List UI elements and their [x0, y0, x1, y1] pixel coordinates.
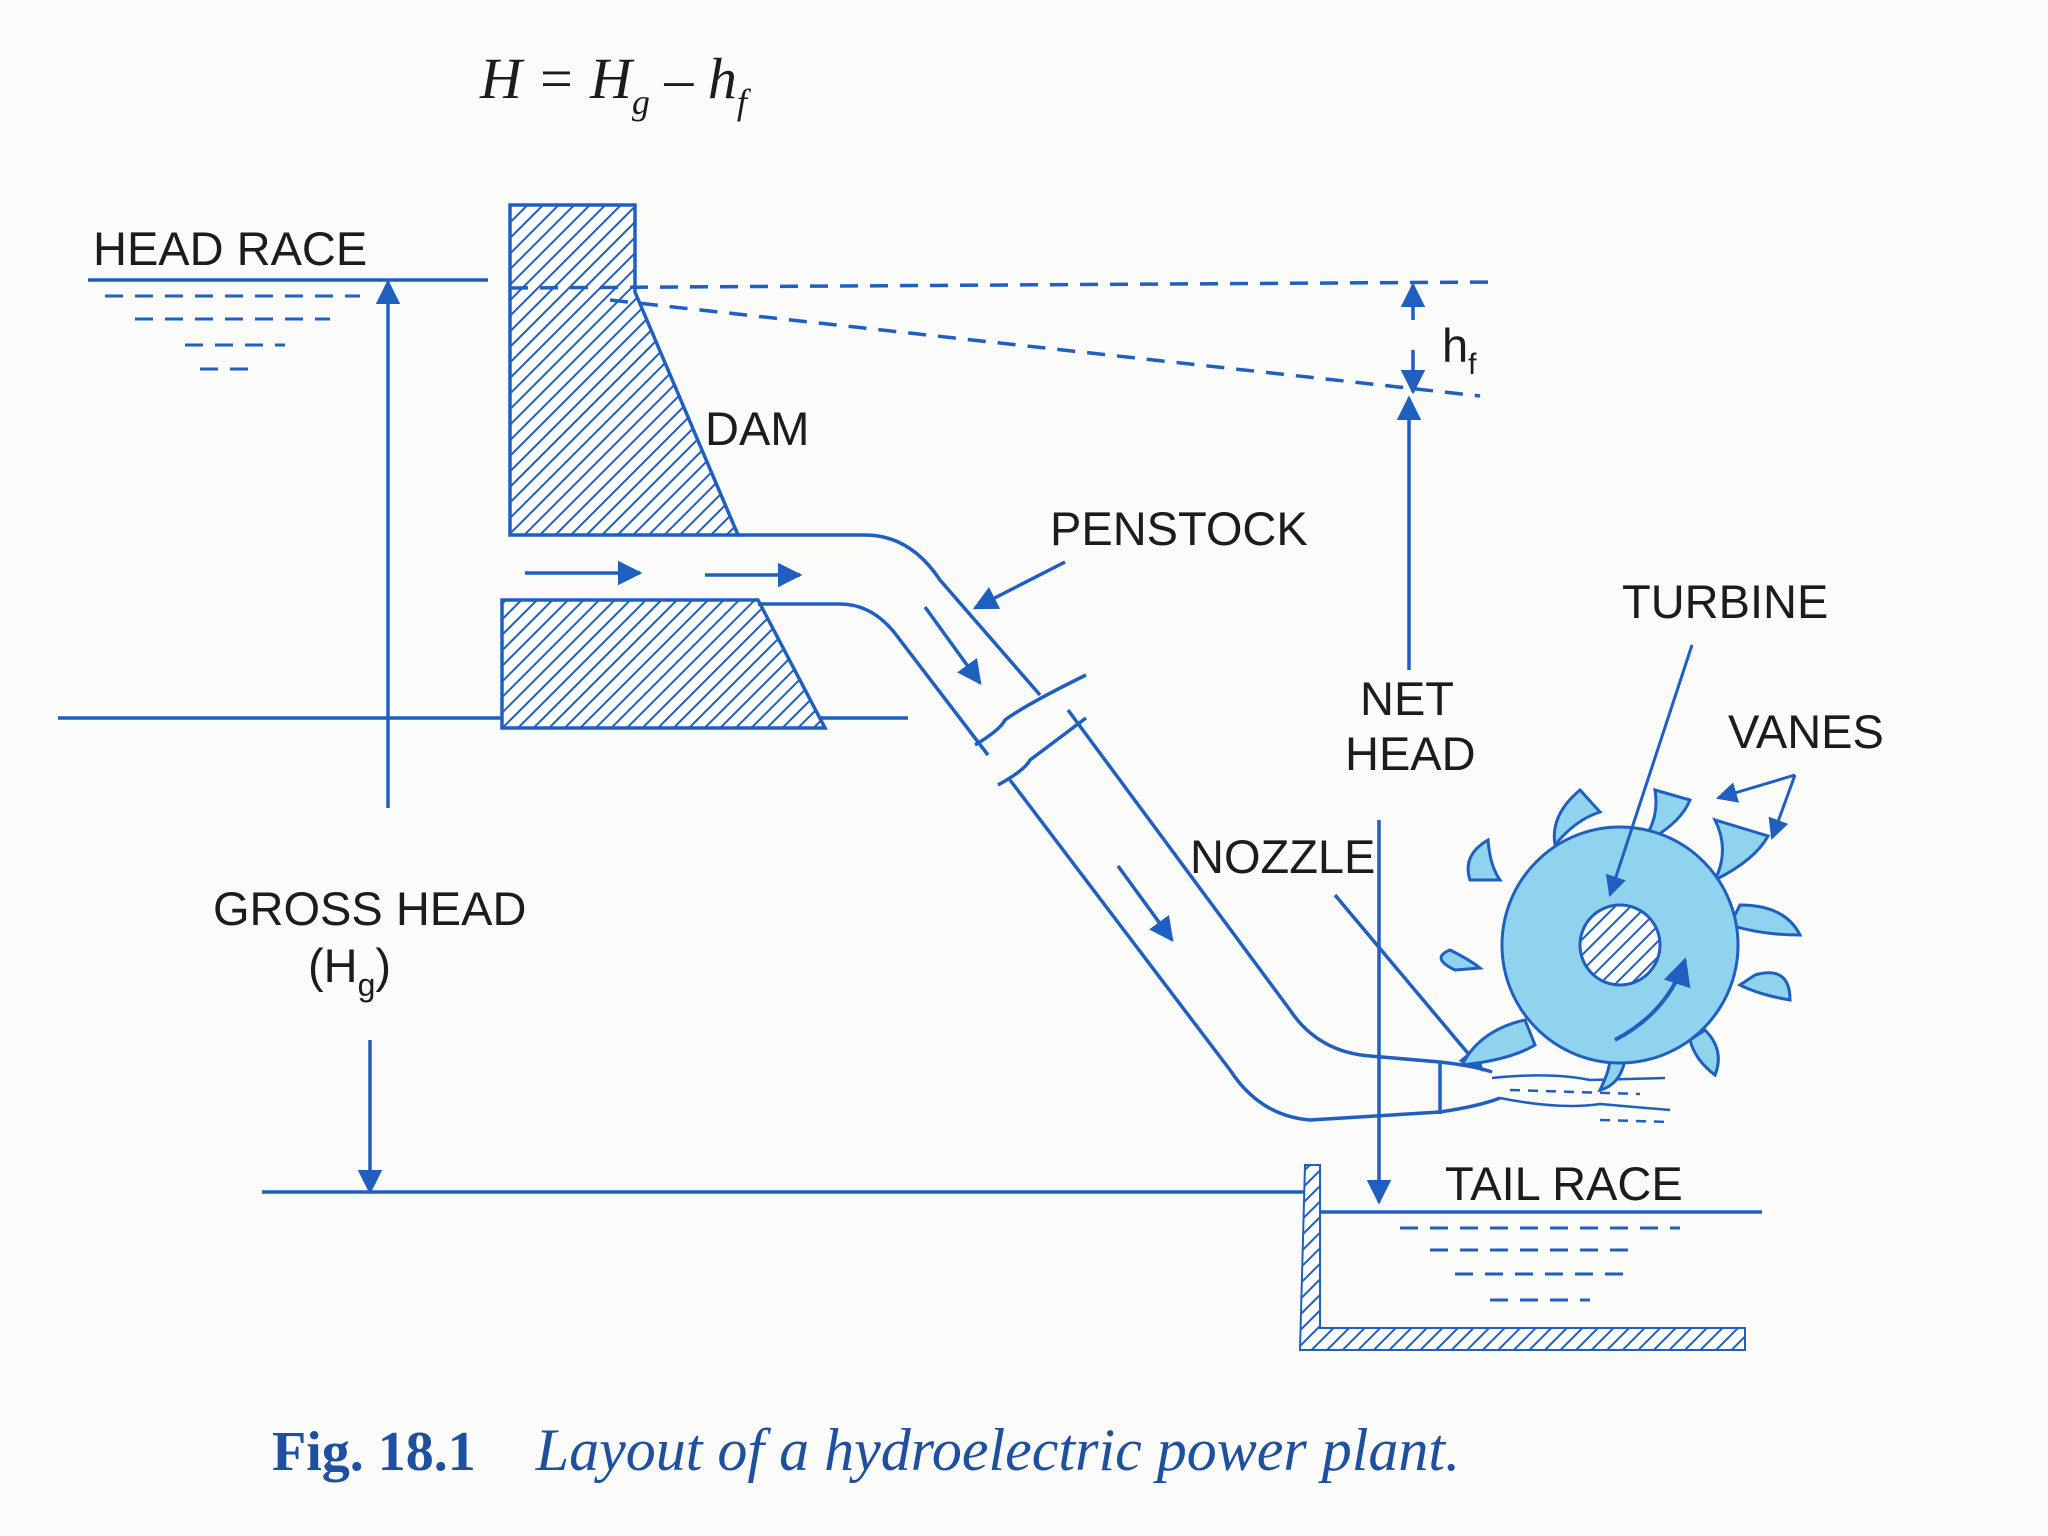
rotation-arrow: [1614, 957, 1691, 1042]
penstock-top-wall: [738, 533, 1042, 697]
turbine-label: TURBINE: [1622, 575, 1828, 628]
nozzle-label: NOZZLE: [1190, 830, 1375, 883]
turbine-shaft: [1578, 903, 1662, 987]
tail-race-channel: [1298, 1164, 1746, 1351]
equation: H = Hg – hf: [479, 46, 752, 122]
penstock-break-2: [997, 716, 1088, 787]
dam-upper: [508, 203, 741, 537]
hydraulic-gradient-line: [609, 298, 1481, 398]
penstock-leader: [972, 560, 1066, 610]
tail-race-label: TAIL RACE: [1445, 1157, 1683, 1210]
gross-head-symbol: (Hg): [308, 939, 391, 1003]
penstock-bottom-wall: [758, 602, 990, 757]
head-race-label: HEAD RACE: [93, 222, 367, 275]
flow-arrow-3: [923, 605, 982, 685]
vanes-label: VANES: [1728, 705, 1884, 758]
penstock-lower-bottom-wall: [1008, 778, 1501, 1122]
head-race-water-dashes: [105, 294, 360, 371]
water-jet: [1491, 1074, 1671, 1124]
nozzle-leader: [1333, 893, 1484, 1072]
gross-head-label: GROSS HEAD: [213, 882, 526, 935]
hf-label: hf: [1442, 319, 1477, 381]
tail-race-water-dashes: [1400, 1226, 1680, 1302]
turbine-leader: [1605, 644, 1694, 897]
turbine: [1439, 644, 1803, 1093]
penstock-break-1: [974, 673, 1087, 747]
vanes-leader-2: [1768, 774, 1797, 840]
dam-lower: [500, 598, 828, 730]
dam-label: DAM: [705, 402, 809, 455]
net-head-label-line1: NET: [1360, 672, 1454, 725]
static-head-line: [509, 280, 1501, 290]
penstock-label: PENSTOCK: [1050, 502, 1308, 555]
flow-arrow-4: [1116, 864, 1174, 942]
net-head-label-line2: HEAD: [1345, 727, 1476, 780]
vanes-leader-1: [1715, 773, 1796, 803]
